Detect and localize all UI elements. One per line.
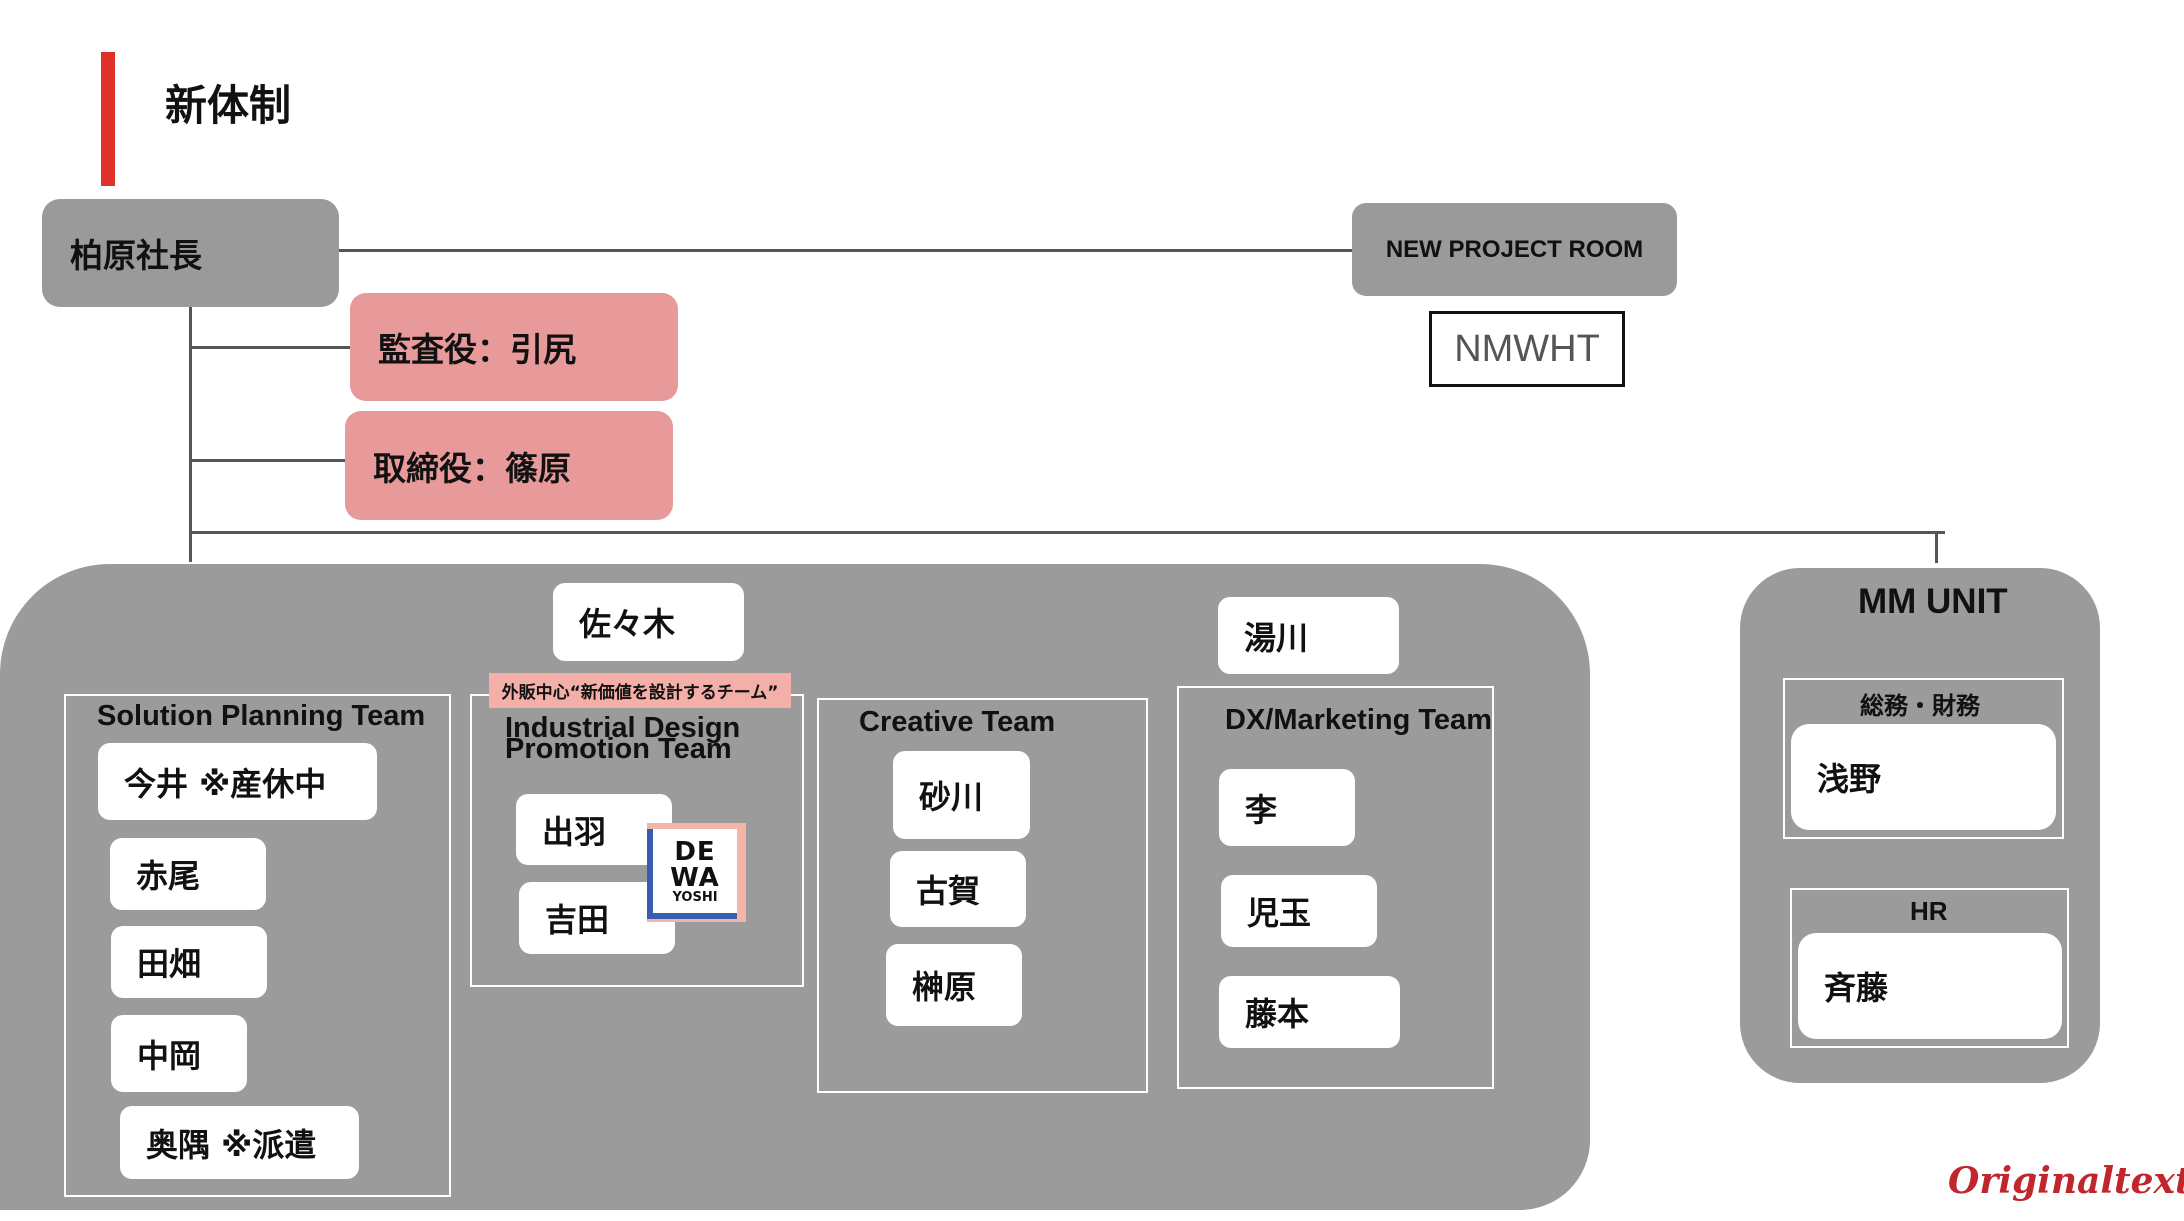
member-card: 藤本 <box>1219 976 1400 1048</box>
title-accent-bar <box>101 52 115 186</box>
auditor-box: 監査役：引尻 <box>350 293 678 401</box>
auditor-label: 監査役：引尻 <box>378 330 576 369</box>
new-project-room-box: NEW PROJECT ROOM <box>1352 203 1677 296</box>
group-general-affairs <box>1783 678 2064 839</box>
connector-line <box>189 306 192 562</box>
team-title: Creative Team <box>859 706 1056 738</box>
member-card: 奥隅 ※派遣 <box>120 1106 359 1179</box>
team-tag: 外販中心“新価値を設計するチーム” <box>489 673 791 708</box>
team-dx-marketing <box>1177 686 1494 1089</box>
member-card: 浅野 <box>1791 724 2056 830</box>
member-card: 中岡 <box>111 1015 247 1092</box>
group-hr <box>1790 888 2069 1048</box>
member-card: 斉藤 <box>1798 933 2062 1039</box>
nmwht-label: NMWHT <box>1454 327 1600 370</box>
president-box: 柏原社長 <box>42 199 339 307</box>
page-title: 新体制 <box>165 81 292 130</box>
group-title: 総務・財務 <box>1860 692 1980 720</box>
group-title: HR <box>1910 896 1948 926</box>
new-project-room-label: NEW PROJECT ROOM <box>1385 235 1644 263</box>
team-title: DX/Marketing Team <box>1225 704 1492 736</box>
connector-line <box>1935 531 1938 563</box>
member-card: 今井 ※産休中 <box>98 743 377 820</box>
team-creative <box>817 698 1148 1093</box>
mm-unit-title: MM UNIT <box>1858 582 2008 621</box>
member-card: 榊原 <box>886 944 1022 1026</box>
logo-text: WA <box>670 862 720 893</box>
member-card: 砂川 <box>893 751 1030 839</box>
nmwht-box: NMWHT <box>1429 311 1625 387</box>
member-card: 田畑 <box>111 926 267 998</box>
director-label: 取締役：篠原 <box>373 448 571 488</box>
connector-line <box>338 249 1352 252</box>
team-title: Industrial Design Promotion Team <box>505 712 741 765</box>
connector-line <box>189 459 346 462</box>
member-card: 出羽 <box>516 794 672 865</box>
member-card: 古賀 <box>890 851 1026 927</box>
team-solution-planning <box>64 694 451 1197</box>
member-card: 赤尾 <box>110 838 266 910</box>
logo-text: YOSHI <box>672 889 718 905</box>
connector-line <box>189 346 351 349</box>
team-title: Solution Planning Team <box>97 700 426 732</box>
watermark-logo: Originaltext <box>1948 1160 2184 1202</box>
dewa-yoshi-logo: DE WA YOSHI <box>647 823 746 922</box>
leader-card: 湯川 <box>1218 597 1399 674</box>
leader-card: 佐々木 <box>553 583 744 661</box>
director-box: 取締役：篠原 <box>345 411 673 520</box>
logo-text: DE <box>674 836 716 867</box>
member-card: 李 <box>1219 769 1355 846</box>
president-label: 柏原社長 <box>70 236 202 275</box>
member-card: 児玉 <box>1221 875 1377 947</box>
connector-line <box>189 531 1945 534</box>
